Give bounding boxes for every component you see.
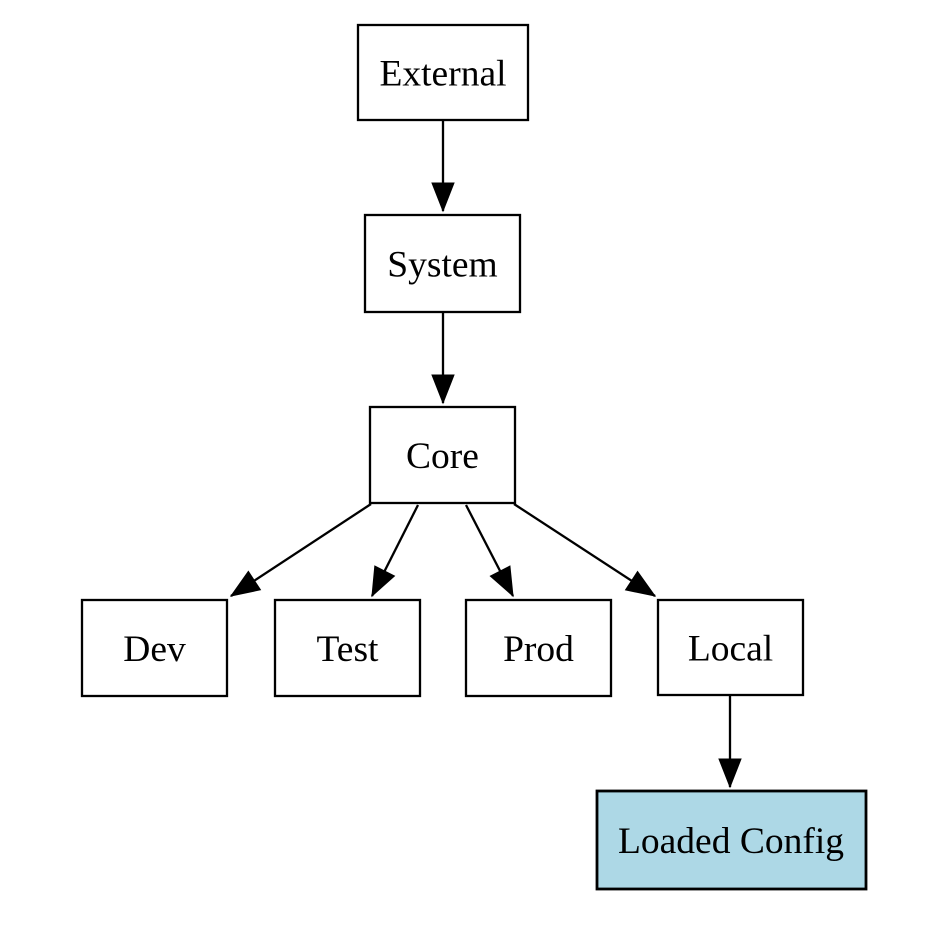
node-core: Core <box>368 405 517 505</box>
node-dev-label: Dev <box>123 629 186 670</box>
node-system-box <box>363 213 522 314</box>
node-prod-box <box>464 598 613 698</box>
node-local: Local <box>656 598 805 697</box>
node-external: External <box>356 23 530 122</box>
node-dev-box <box>80 598 229 698</box>
node-loaded-config-label: Loaded Config <box>618 821 844 862</box>
edge-core-prod <box>464 504 515 598</box>
edge-core-local <box>513 503 657 597</box>
node-core-box <box>368 405 517 505</box>
node-test-box <box>273 598 422 698</box>
node-prod: Prod <box>464 598 613 698</box>
node-dev: Dev <box>80 598 229 698</box>
node-system-label: System <box>387 245 497 286</box>
node-core-label: Core <box>406 436 479 477</box>
node-loaded-config: Loaded Config <box>595 789 868 891</box>
node-test-label: Test <box>317 629 380 670</box>
node-external-label: External <box>379 54 506 95</box>
node-local-box <box>656 598 805 697</box>
node-prod-label: Prod <box>503 629 574 670</box>
edge-core-dev <box>229 503 372 597</box>
node-local-label: Local <box>688 629 773 670</box>
node-external-box <box>356 23 530 122</box>
node-system: System <box>363 213 522 314</box>
edge-core-test <box>370 504 420 598</box>
node-test: Test <box>273 598 422 698</box>
node-loaded-config-box <box>595 789 868 891</box>
edges <box>229 120 742 789</box>
